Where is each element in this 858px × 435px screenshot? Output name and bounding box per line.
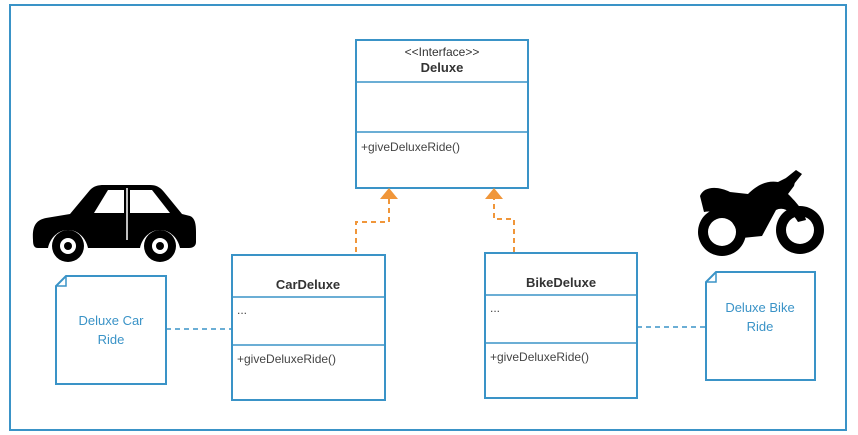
note-deluxe-car-ride[interactable]: Deluxe Car Ride [55, 275, 167, 385]
realization-bike-to-interface [485, 188, 515, 252]
realization-arrowhead-car [380, 188, 398, 199]
bike-note-shape [705, 271, 816, 381]
class-cardeluxe[interactable]: CarDeluxe ... +giveDeluxeRide() [231, 254, 386, 401]
bike-note-line1: Deluxe Bike [725, 300, 794, 315]
interface-deluxe[interactable]: <<Interface>> Deluxe +giveDeluxeRide() [355, 39, 529, 189]
cardeluxe-name: CarDeluxe [276, 277, 340, 292]
cardeluxe-box [231, 254, 386, 401]
interface-method: +giveDeluxeRide() [361, 140, 460, 154]
bikedeluxe-method: +giveDeluxeRide() [490, 350, 589, 364]
interface-name: Deluxe [421, 60, 464, 75]
car-note-fold [56, 276, 67, 287]
note-deluxe-bike-ride[interactable]: Deluxe Bike Ride [705, 271, 816, 381]
bike-note-line2: Ride [747, 319, 774, 334]
class-bikedeluxe[interactable]: BikeDeluxe ... +giveDeluxeRide() [484, 252, 638, 399]
motorcycle-icon [698, 170, 824, 256]
bikedeluxe-name: BikeDeluxe [526, 275, 596, 290]
bikedeluxe-box [484, 252, 638, 399]
realization-arrowhead-bike [485, 188, 503, 199]
bike-body [700, 176, 806, 238]
interface-box [355, 39, 529, 189]
car-note-shape [55, 275, 167, 385]
car-icon [32, 185, 197, 262]
car-note-line1: Deluxe Car [78, 313, 144, 328]
bikedeluxe-attributes: ... [490, 301, 500, 315]
car-note-line2: Ride [98, 332, 125, 347]
diagram-frame [9, 4, 847, 431]
cardeluxe-attributes: ... [237, 303, 247, 317]
bike-note-fold [706, 272, 717, 283]
car-window-rear [130, 190, 170, 213]
interface-stereotype: <<Interface>> [405, 45, 480, 59]
cardeluxe-method: +giveDeluxeRide() [237, 352, 336, 366]
realization-car-to-interface [355, 188, 398, 252]
car-window-front [94, 190, 124, 213]
